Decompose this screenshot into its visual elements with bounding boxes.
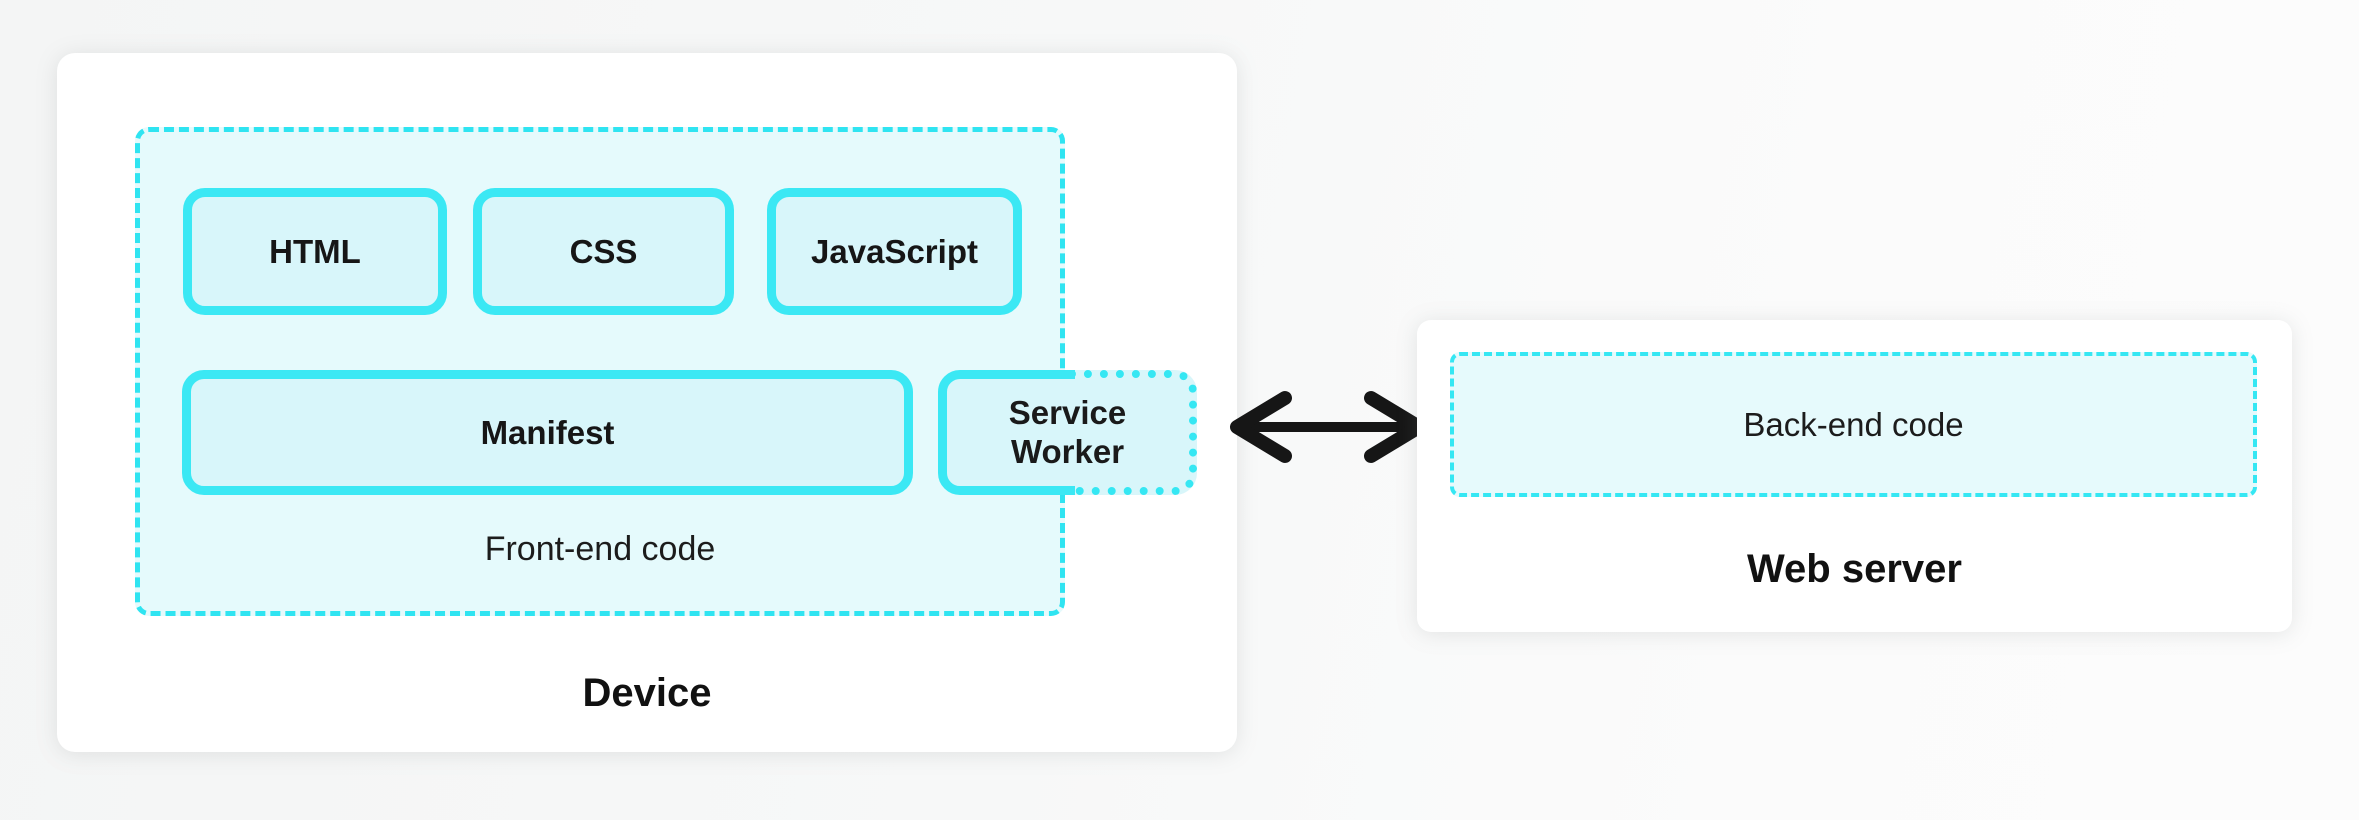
bidirectional-arrow-icon	[1230, 391, 1426, 463]
backend-code-box: Back-end code	[1450, 352, 2257, 497]
service-worker-solid-border	[938, 370, 1075, 495]
backend-code-label: Back-end code	[1743, 405, 1964, 443]
service-worker-dotted-border	[1070, 370, 1197, 495]
frontend-code-group: HTML CSS JavaScript Manifest Service Wor…	[135, 127, 1197, 616]
css-box: CSS	[473, 188, 734, 315]
service-worker-box-label: Service Worker	[1008, 393, 1127, 470]
javascript-box: JavaScript	[767, 188, 1022, 315]
service-worker-box: Service Worker	[938, 370, 1197, 495]
web-server-title: Web server	[1747, 547, 1962, 591]
html-box-label: HTML	[269, 232, 361, 270]
device-title: Device	[582, 671, 712, 715]
device-card: HTML CSS JavaScript Manifest Service Wor…	[57, 53, 1237, 752]
web-server-card: Back-end code Web server	[1417, 320, 2292, 632]
html-box: HTML	[183, 188, 447, 315]
css-box-label: CSS	[569, 232, 638, 270]
manifest-box: Manifest	[182, 370, 913, 495]
frontend-code-label: Front-end code	[484, 530, 716, 568]
javascript-box-label: JavaScript	[811, 232, 978, 270]
manifest-box-label: Manifest	[480, 413, 615, 451]
